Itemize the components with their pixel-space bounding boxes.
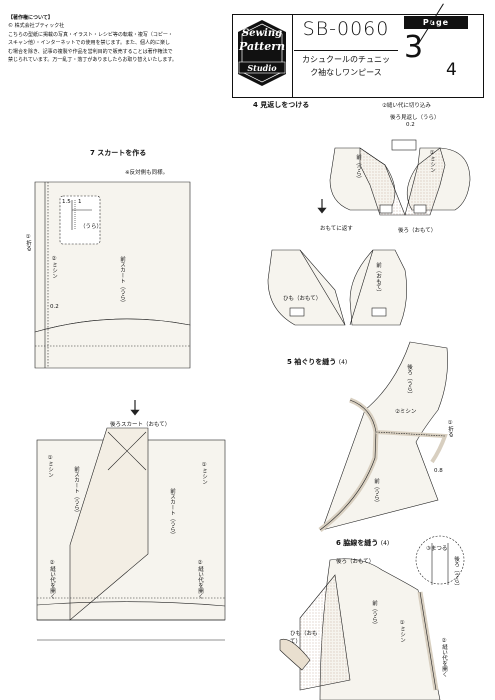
product-title: カシュクールのチュニッ ク袖なしワンピース — [296, 53, 396, 79]
step7-sew: ②ミシン — [51, 256, 57, 279]
step5-fold: ①折る — [447, 420, 453, 437]
step6-heading-text: 6 脇線を縫う — [336, 539, 379, 547]
copyright-line: 禁じられています。万一乱丁・落丁がありましたらお取り替えいたします。 — [8, 57, 177, 64]
brand-line1: Sewing — [241, 28, 283, 39]
step6-tie: ひも（おもて） — [290, 631, 318, 645]
copyright-line: こちらの型紙に掲載の写真・イラスト・レシピ等の転載・複写（コピー・ — [8, 31, 173, 38]
page-label: Page — [404, 16, 468, 29]
step4-cut: ②縫い代に切り込み — [382, 103, 431, 109]
step7-ura: （うら） — [80, 224, 103, 230]
step7-back-skirt: 後ろスカート（おもて） — [110, 422, 171, 428]
step5-seam: 0.8 — [434, 468, 443, 474]
step7-open-right: ②縫い代を開く — [197, 560, 203, 599]
step6-sew: ①ミシン — [399, 620, 405, 643]
copyright-notice: 【著作権について】 © 株式会社ブティック社 こちらの型紙に掲載の写真・イラスト… — [8, 14, 230, 64]
step6-heading-sub: (4) — [380, 540, 390, 547]
step5-heading: 5 袖ぐりを縫う (4) — [287, 357, 347, 367]
copyright-line: む場合を除き、記事の複製や作品を営利目的で販売することは著作権法で — [8, 48, 173, 55]
brand-line3: Studio — [247, 63, 277, 73]
product-title-line1: カシュクールのチュニッ — [302, 55, 390, 64]
step6-front: 前（うら） — [371, 600, 377, 628]
header-box — [232, 14, 484, 98]
step7-dim-a: 1.5 — [62, 199, 71, 205]
step4-sew: ①ミシン — [429, 150, 435, 173]
step7-skirt-flat — [34, 181, 191, 369]
page-total: 4 — [446, 60, 457, 80]
step7-note: ※反対側も同様。 — [125, 170, 169, 176]
product-title-line2: ク袖なしワンピース — [310, 68, 382, 77]
step5-heading-sub: (4) — [338, 359, 348, 366]
step5-back: 後ろ（うら） — [406, 364, 412, 397]
step7-fold: ①折る — [25, 234, 31, 251]
step6-back: 後ろ（おもて） — [336, 559, 375, 565]
step6-heading: 6 脇線を縫う (4) — [336, 538, 389, 548]
brand-line2: Pattern — [238, 40, 286, 53]
step7-dim-b: 1 — [78, 199, 82, 205]
step6-tuck: ③まつる — [426, 546, 448, 552]
copyright-company: © 株式会社ブティック社 — [8, 23, 65, 30]
step5-sew: ②ミシン — [395, 409, 417, 415]
header-rule — [294, 50, 398, 51]
step7-heading: 7 スカートを作る — [90, 149, 147, 157]
step4-heading: 4 見返しをつける — [253, 101, 310, 109]
step4-back: 後ろ（おもて） — [398, 228, 437, 234]
step4-bodice-facing — [329, 139, 471, 216]
step7-sew-right: ①ミシン — [201, 462, 207, 485]
step6-open: ②縫い代を開く — [441, 638, 447, 677]
product-code: SB-0060 — [302, 18, 390, 40]
step4-front: 前（うら） — [355, 154, 361, 182]
step7-open-left: ②縫い代を開く — [49, 560, 55, 599]
step4-front-omote: 前（おもて） — [375, 262, 381, 295]
step7-front-skirt: 前スカート（うら） — [119, 256, 125, 306]
step7-skirt-sewn — [36, 427, 226, 641]
step4-bodice-turned — [267, 249, 407, 326]
step7-sew-left: ①ミシン — [47, 455, 53, 478]
page-current: 3 — [404, 30, 424, 65]
step5-front: 前（うら） — [373, 478, 379, 506]
step5-armhole — [318, 341, 448, 532]
step5-heading-text: 5 袖ぐりを縫う — [287, 358, 337, 366]
step7-seam: 0.2 — [50, 304, 59, 310]
step4-tie: ひも（おもて） — [283, 296, 322, 302]
copyright-line: スキャン他）・インターネットでの使用を禁じます。また、個人的に楽し — [8, 40, 171, 47]
step7-front-skirt-2: 前スカート（うら） — [73, 466, 79, 516]
step6-back-ura: 後ろ（うら） — [453, 556, 459, 589]
step4-turn: おもてに返す — [320, 226, 353, 232]
step7-front-skirt-3: 前スカート（うら） — [169, 488, 175, 538]
step4-facing: 後ろ見返し（うら） — [390, 115, 440, 121]
header-divider — [292, 14, 293, 98]
copyright-heading: 【著作権について】 — [8, 15, 53, 21]
step6-side-seam — [279, 535, 465, 700]
step4-seam: 0.2 — [406, 122, 415, 128]
brand-logo — [238, 20, 286, 86]
